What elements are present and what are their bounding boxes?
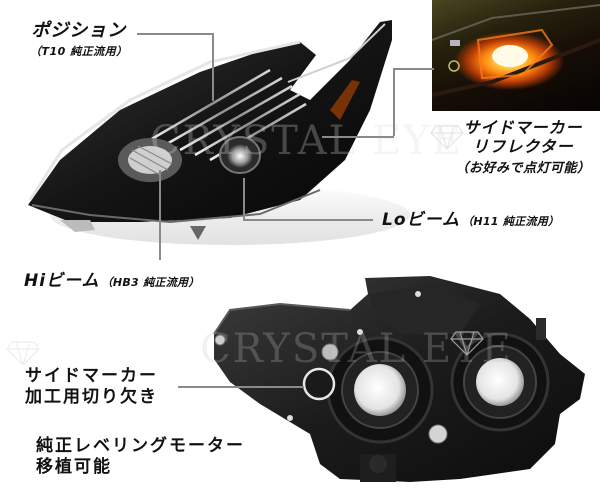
leader-line-hi-beam — [159, 170, 161, 260]
leader-line-position — [137, 33, 213, 35]
callout-high-beam: Hiビーム（HB3 純正流用） — [24, 266, 200, 291]
callout-side-marker-reflector: サイドマーカー リフレクター （お好みで点灯可能） — [446, 118, 600, 176]
diamond-watermark-icon — [6, 341, 40, 366]
leader-line-position — [212, 33, 214, 101]
side-marker-lit-photo — [432, 0, 600, 111]
leader-line-marker-reflector — [393, 68, 395, 136]
leader-line-lo-beam — [243, 219, 373, 221]
callout-cutout-line2: 加工用切り欠き — [25, 387, 158, 407]
callout-marker-reflector-sub: （お好みで点灯可能） — [455, 161, 591, 176]
leader-line-cutout — [178, 386, 304, 388]
callout-low-beam: Loビーム（H11 純正流用） — [382, 205, 559, 230]
leader-line-marker-reflector — [322, 136, 394, 138]
callout-position-sub: （T10 純正流用） — [30, 45, 128, 58]
callout-leveling-motor: 純正レベリングモーター 移植可能 — [36, 436, 245, 478]
callout-marker-reflector-line2: リフレクター — [472, 137, 574, 156]
callout-position: ポジション （T10 純正流用） — [30, 16, 128, 59]
callout-leveling-line2: 移植可能 — [36, 457, 112, 477]
leader-line-marker-reflector — [394, 68, 434, 70]
callout-high-beam-title: Hiビーム — [24, 271, 100, 291]
headlight-front-view — [0, 0, 420, 260]
leader-line-lo-beam — [243, 178, 245, 220]
callout-high-beam-sub: （HB3 純正流用） — [101, 276, 200, 289]
callout-position-title: ポジション — [31, 20, 127, 41]
callout-side-marker-cutout: サイドマーカー 加工用切り欠き — [25, 366, 158, 408]
headlight-rear-view — [200, 264, 600, 488]
callout-low-beam-title: Loビーム — [382, 210, 461, 230]
callout-leveling-line1: 純正レベリングモーター — [36, 436, 245, 456]
callout-low-beam-sub: （H11 純正流用） — [462, 215, 560, 228]
callout-marker-reflector-line1: サイドマーカー — [463, 118, 583, 137]
callout-cutout-line1: サイドマーカー — [25, 366, 158, 386]
